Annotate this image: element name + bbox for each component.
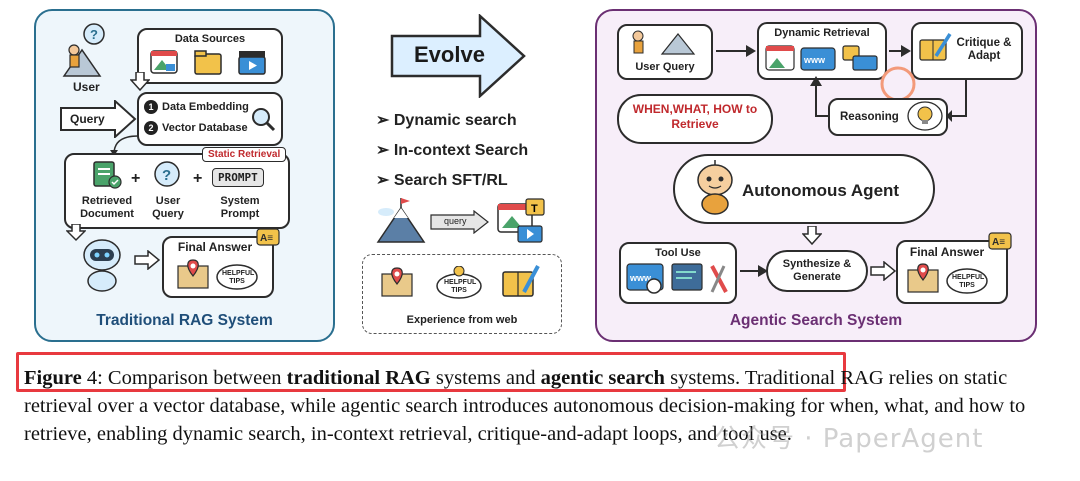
right-panel-title: Agentic Search System — [729, 312, 903, 329]
caption-highlight — [16, 352, 846, 392]
query-arrow — [59, 98, 137, 140]
when-what-how-label: WHEN,WHAT, HOW to Retrieve — [632, 102, 758, 131]
arrow-agent-down — [801, 225, 823, 251]
treasure-map-icon — [176, 258, 210, 297]
final-answer-label-right: Final Answer — [909, 245, 985, 259]
bullet-in-context-search: ➢ In-context Search — [376, 142, 529, 159]
question-bubble-icon: ? — [152, 160, 182, 195]
caption-bold-2: agentic search — [540, 367, 665, 389]
experience-map-icon — [380, 266, 414, 305]
tool-use-label: Tool Use — [655, 247, 701, 259]
retrieved-document-label: Retrieved Document — [80, 195, 134, 220]
tool-use-icons: www — [626, 262, 732, 303]
critique-adapt-label: Critique & Adapt — [956, 37, 1012, 62]
answer-doc-icon-right: A≡ — [988, 232, 1012, 255]
down-arrow — [129, 71, 151, 97]
user-query-label-right: User Query — [635, 61, 695, 73]
query-arrow-label: query — [444, 216, 467, 226]
plus-2: + — [193, 170, 203, 187]
dynamic-retrieval-label: Dynamic Retrieval — [774, 27, 870, 39]
web-results-icon: T — [496, 198, 548, 251]
left-panel-title: Traditional RAG System — [96, 312, 273, 329]
helpful-tips-badge-right: HELPFUL TIPS — [946, 266, 988, 294]
step2-row: 2 Vector Database — [144, 121, 248, 135]
plus-1: + — [131, 170, 141, 187]
reasoning-label: Reasoning — [840, 111, 899, 123]
svg-text:A≡: A≡ — [992, 237, 1005, 248]
bullet-dynamic-search: ➢ Dynamic search — [376, 112, 517, 129]
svg-text:?: ? — [90, 27, 98, 42]
final-answer-label-left: Final Answer — [177, 240, 253, 254]
data-sources-label: Data Sources — [174, 33, 246, 45]
step1-row: 1 Data Embedding — [144, 100, 249, 114]
caption-figure-label: Figure — [24, 367, 82, 389]
query-arrow-middle — [430, 209, 490, 239]
watermark: 公众号 · PaperAgent — [714, 424, 984, 454]
arrow-synth-to-final — [870, 260, 897, 286]
critique-book-icon — [918, 32, 952, 69]
experience-tips-badge: HELPFUL TIPS — [436, 266, 482, 300]
caption-text-2: systems. Traditional RAG relies on stati… — [24, 367, 1026, 445]
bullet-text-3: Search SFT/RL — [393, 172, 508, 189]
prompt-badge: PROMPT — [212, 168, 264, 187]
helpful-tips-text-left: HELPFUL TIPS — [222, 270, 255, 285]
experience-label: Experience from web — [406, 314, 518, 326]
user-query-label: User Query — [152, 195, 184, 220]
dynamic-retrieval-icons: www — [765, 44, 881, 79]
down-arrow-2 — [65, 223, 87, 247]
caption-bold-1: traditional RAG — [286, 367, 431, 389]
svg-text:?: ? — [162, 167, 171, 184]
svg-text:www: www — [803, 55, 826, 65]
magnifier-icon — [250, 106, 276, 137]
evolve-label: Evolve — [414, 42, 485, 67]
autonomous-agent-label: Autonomous Agent — [742, 181, 900, 200]
step2-number: 2 — [144, 121, 158, 135]
svg-text:T: T — [531, 203, 538, 215]
step1-number: 1 — [144, 100, 158, 114]
user-icon: ? — [60, 22, 106, 78]
arrow-reasoning-up — [808, 76, 832, 125]
svg-text:www: www — [629, 273, 652, 283]
evolve-arrow — [390, 13, 528, 103]
evolve-bullet-list: ➢ Dynamic search ➢ In-context Search ➢ S… — [376, 110, 528, 200]
treasure-map-icon-right — [906, 262, 940, 301]
query-label: Query — [70, 112, 105, 126]
video-clapper-icon — [237, 48, 269, 81]
system-prompt-label: System Prompt — [220, 195, 260, 220]
bullet-text-1: Dynamic search — [393, 112, 517, 129]
step2-label: Vector Database — [162, 121, 248, 134]
caption-text-0: 4: Comparison between — [81, 367, 287, 389]
when-what-how-box — [617, 94, 773, 144]
synthesize-label: Synthesize & Generate — [782, 258, 852, 283]
mountain-flag-icon — [376, 198, 426, 249]
user-query-icon-right — [626, 28, 696, 61]
user-label: User — [73, 80, 100, 94]
static-retrieval-tag: Static Retrieval — [202, 147, 287, 162]
data-source-image-icon — [150, 48, 180, 81]
bullet-search-sft-rl: ➢ Search SFT/RL — [376, 172, 508, 189]
experience-box — [362, 254, 562, 334]
folder-icon — [193, 48, 223, 81]
synthesize-box — [766, 250, 868, 292]
arrow-to-critique — [889, 44, 913, 63]
bullet-text-2: In-context Search — [393, 142, 529, 159]
document-icon — [90, 160, 122, 195]
agent-robot-icon — [692, 160, 738, 221]
experience-tips-text: HELPFUL TIPS — [444, 279, 477, 294]
right-arrow — [134, 249, 161, 275]
notebook-pen-icon — [500, 264, 540, 305]
helpful-tips-text-right: HELPFUL TIPS — [952, 274, 985, 289]
arrow-to-dynamic-retrieval — [716, 44, 758, 63]
arrow-critique-down — [946, 80, 970, 129]
caption-text-1: systems and — [430, 367, 541, 389]
answer-doc-icon: A≡ — [256, 228, 280, 251]
lightbulb-icon — [906, 99, 944, 138]
robot-icon — [76, 237, 128, 298]
step1-label: Data Embedding — [162, 100, 249, 113]
arrow-tool-to-synth — [740, 264, 770, 283]
figure-caption: Figure 4: Comparison between traditional… — [24, 364, 1064, 448]
helpful-tips-badge-left: HELPFUL TIPS — [216, 262, 258, 290]
svg-text:A≡: A≡ — [260, 233, 273, 244]
